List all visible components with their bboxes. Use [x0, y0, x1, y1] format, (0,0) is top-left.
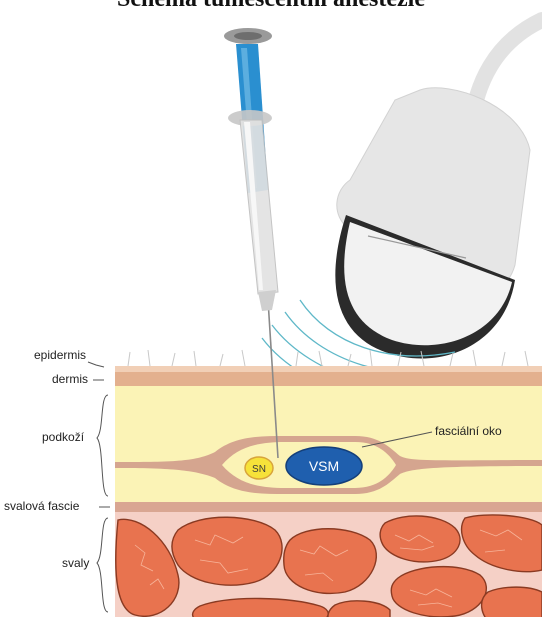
muscular-fascia-layer: [115, 502, 542, 512]
vsm-label: VSM: [309, 458, 339, 474]
ultrasound-probe-icon: [335, 88, 530, 359]
epidermis-pointer: [88, 362, 104, 367]
fascial-eye-label: fasciální oko: [435, 424, 502, 438]
great-saphenous-vein: VSM: [286, 447, 362, 485]
subcutis-label: podkoží: [42, 430, 85, 444]
epidermis-label: epidermis: [34, 348, 86, 362]
saphenous-nerve: SN: [245, 457, 273, 479]
muscles-label: svaly: [62, 556, 89, 570]
epidermis-layer: [115, 366, 542, 372]
dermis-layer: [115, 372, 542, 386]
muscles-brace: [97, 518, 108, 612]
sn-label: SN: [252, 464, 266, 475]
subcutis-brace: [97, 395, 108, 496]
muscular-fascia-label: svalová fascie: [4, 499, 80, 513]
skin-hairs: [128, 350, 528, 366]
dermis-label: dermis: [52, 372, 88, 386]
